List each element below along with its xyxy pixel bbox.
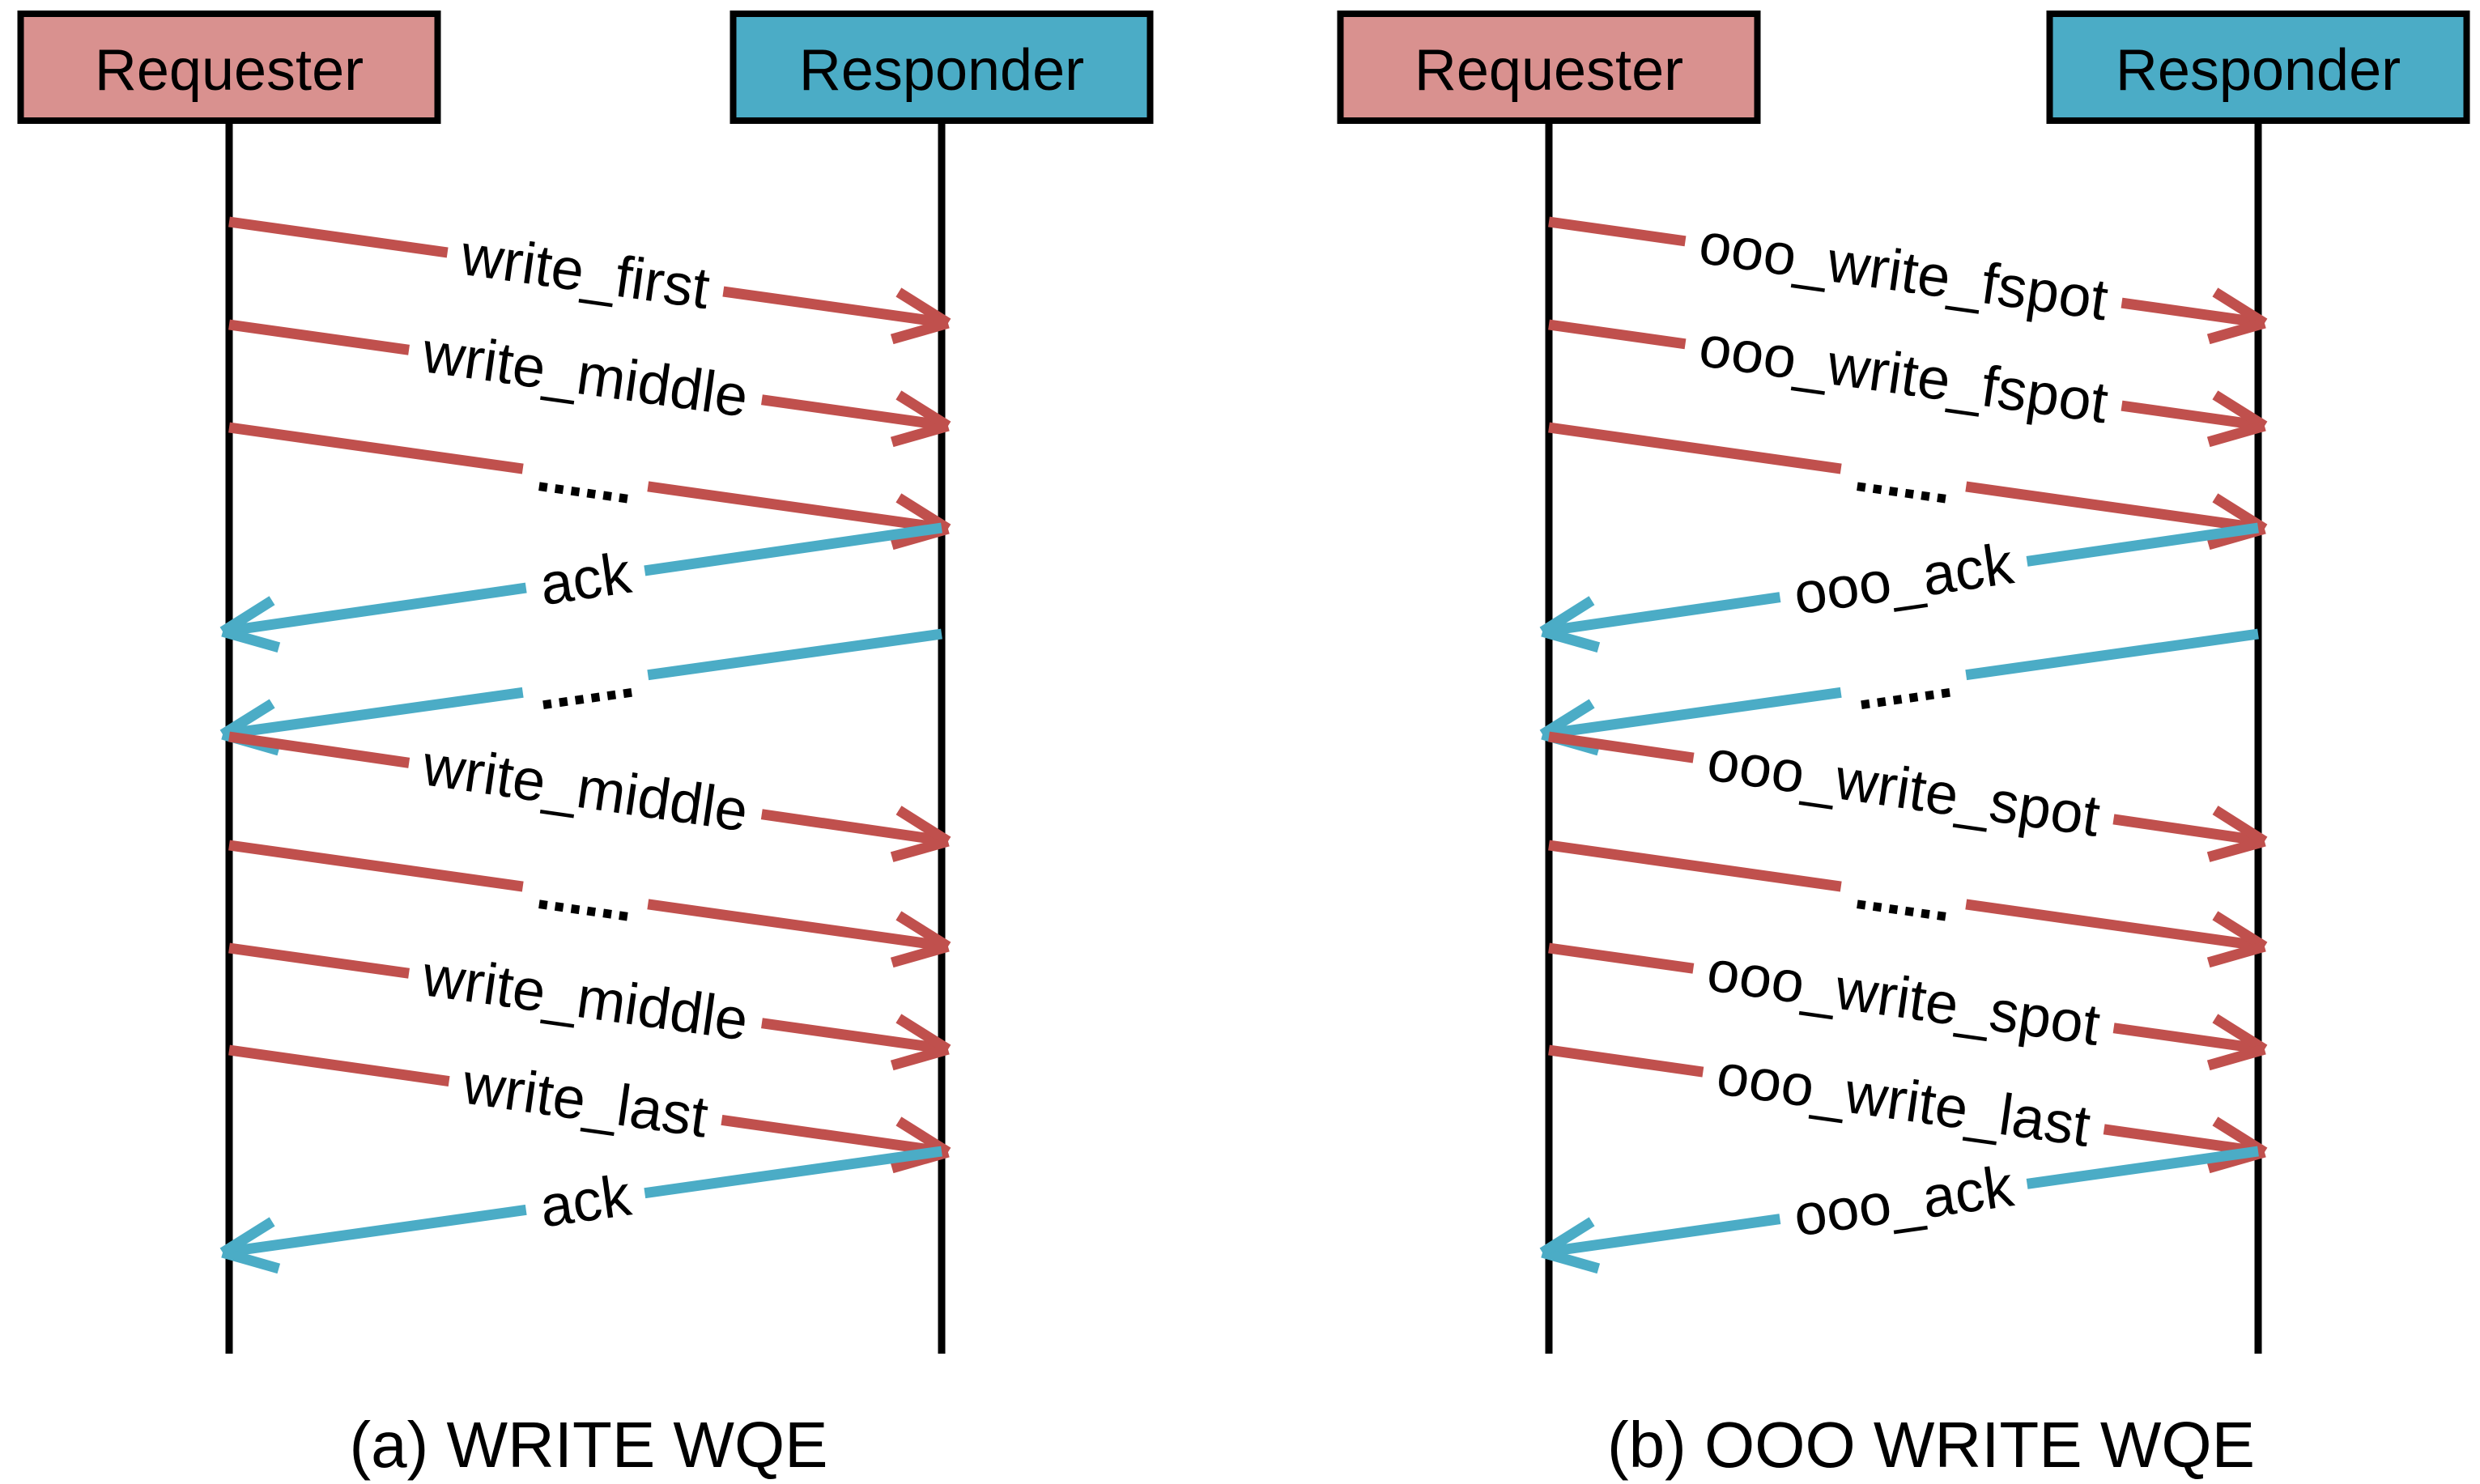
message-label-backing-a-8 <box>444 1046 727 1155</box>
arrowhead-a-3 <box>219 596 275 636</box>
message-label-backing-b-5 <box>1688 722 2119 855</box>
arrowhead-b-0 <box>2206 317 2266 345</box>
message-label-b-1: ooo_write_fspot <box>1695 314 2112 436</box>
message-label-backing-a-6 <box>517 851 653 940</box>
message-label-group-a-8: write_last <box>444 1046 727 1155</box>
message-label-b-7: ooo_write_spot <box>1704 938 2104 1058</box>
message-label-backing-a-0 <box>442 217 729 327</box>
message-label-group-b-2: ...... <box>1836 433 1972 522</box>
message-label-group-a-6: ...... <box>517 851 653 940</box>
message-label-b-4: ...... <box>1851 645 1956 723</box>
message-label-a-7: write_middle <box>418 943 751 1053</box>
message-label-a-9: ack <box>536 1163 636 1240</box>
message-label-backing-a-2 <box>517 433 653 522</box>
caption-a: (a) WRITE WQE <box>349 1409 827 1481</box>
arrowhead-a-9 <box>219 1217 275 1257</box>
message-label-backing-b-3 <box>1775 525 2032 633</box>
message-label-b-2: ...... <box>1851 439 1956 517</box>
message-label-backing-b-8 <box>1698 1036 2109 1165</box>
message-label-group-b-4: ...... <box>1836 640 1972 728</box>
message-label-backing-b-0 <box>1680 206 2127 338</box>
actor-box-a-responder <box>730 11 1154 124</box>
message-label-a-5: write_middle <box>418 733 751 844</box>
arrowhead-a-5 <box>890 836 950 862</box>
message-label-backing-b-7 <box>1688 933 2119 1064</box>
message-label-backing-b-1 <box>1680 308 2127 441</box>
actor-label-a-requester: Requester <box>95 38 364 103</box>
arrowhead-a-0 <box>895 287 951 328</box>
arrowhead-a-9 <box>221 1247 281 1274</box>
arrowhead-b-3 <box>1539 596 1595 636</box>
arrowhead-b-3 <box>1541 626 1601 653</box>
message-label-group-b-3: ooo_ack <box>1775 525 2032 633</box>
message-label-group-a-7: write_middle <box>403 938 768 1059</box>
arrowhead-b-5 <box>2212 806 2268 846</box>
message-label-backing-b-6 <box>1836 851 1972 940</box>
arrowhead-a-4 <box>219 699 275 739</box>
arrowhead-b-7 <box>2212 1014 2268 1054</box>
message-label-backing-a-4 <box>517 640 653 728</box>
message-label-group-a-3: ack <box>521 535 650 623</box>
arrowhead-b-1 <box>2206 420 2266 448</box>
arrowhead-b-4 <box>1539 699 1595 739</box>
actor-box-a-requester <box>17 11 441 124</box>
message-label-group-b-6: ...... <box>1836 851 1972 940</box>
message-label-a-6: ...... <box>533 857 638 934</box>
arrowhead-b-1 <box>2212 390 2268 431</box>
message-label-group-a-2: ...... <box>517 433 653 522</box>
arrowhead-a-5 <box>895 806 951 846</box>
arrowhead-b-6 <box>2212 911 2268 951</box>
message-label-group-b-9: ooo_ack <box>1775 1148 2032 1255</box>
message-label-b-6: ...... <box>1851 857 1956 934</box>
message-label-b-8: ooo_write_last <box>1713 1042 2095 1159</box>
arrowhead-b-9 <box>1541 1247 1601 1274</box>
message-label-group-a-5: write_middle <box>403 727 768 850</box>
message-label-b-0: ooo_write_fspot <box>1695 211 2112 333</box>
message-label-a-1: write_middle <box>418 320 751 430</box>
message-label-group-b-5: ooo_write_spot <box>1688 722 2119 855</box>
message-label-group-a-1: write_middle <box>403 314 768 436</box>
actor-label-b-requester: Requester <box>1414 38 1683 103</box>
actor-box-b-requester <box>1337 11 1761 124</box>
message-label-backing-a-9 <box>521 1158 650 1245</box>
message-label-backing-a-1 <box>403 314 768 436</box>
actor-label-a-responder: Responder <box>799 38 1084 103</box>
arrowhead-a-6 <box>895 911 951 951</box>
message-label-a-4: ...... <box>533 645 638 723</box>
arrowhead-a-6 <box>890 941 950 968</box>
caption-b: (b) OOO WRITE WQE <box>1607 1409 2255 1481</box>
actor-box-b-responder <box>2046 11 2470 124</box>
message-label-backing-b-2 <box>1836 433 1972 522</box>
message-label-backing-b-9 <box>1775 1148 2032 1255</box>
arrowhead-b-5 <box>2206 836 2266 862</box>
arrowhead-b-0 <box>2212 287 2268 328</box>
message-label-backing-a-5 <box>403 727 768 850</box>
message-label-group-a-9: ack <box>521 1158 650 1245</box>
message-label-group-b-8: ooo_write_last <box>1698 1036 2109 1165</box>
arrowhead-b-7 <box>2206 1044 2266 1071</box>
message-label-a-3: ack <box>536 541 636 618</box>
message-label-a-2: ...... <box>533 439 638 517</box>
arrowhead-b-9 <box>1539 1217 1595 1257</box>
arrowhead-a-0 <box>890 317 950 345</box>
arrowhead-a-1 <box>895 390 951 431</box>
message-label-group-a-0: write_first <box>442 217 729 327</box>
message-label-backing-a-7 <box>403 938 768 1059</box>
arrowhead-a-3 <box>221 626 281 653</box>
arrowhead-a-7 <box>895 1014 951 1054</box>
arrowhead-b-6 <box>2206 941 2266 968</box>
message-label-backing-a-3 <box>521 535 650 623</box>
arrowhead-a-1 <box>890 420 950 448</box>
message-label-group-a-4: ...... <box>517 640 653 728</box>
actor-label-b-responder: Responder <box>2116 38 2401 103</box>
arrowhead-a-7 <box>890 1044 950 1071</box>
message-label-backing-b-4 <box>1836 640 1972 728</box>
message-label-b-5: ooo_write_spot <box>1704 728 2104 849</box>
